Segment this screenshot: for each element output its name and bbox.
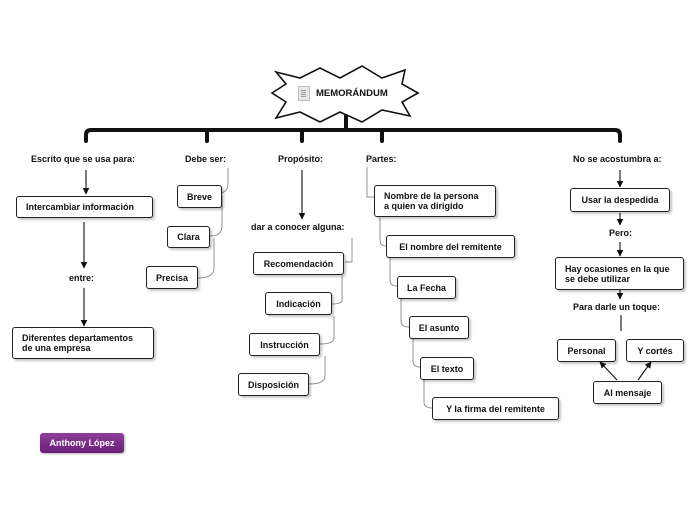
branch-label-debe[interactable]: Debe ser: — [185, 154, 227, 164]
branch-label-escrito[interactable]: Escrito que se usa para: — [31, 154, 136, 164]
node-departamentos[interactable]: Diferentes departamentos de una empresa — [12, 327, 154, 359]
connector-dar-a-conocer[interactable]: dar a conocer alguna: — [251, 222, 345, 232]
author-tag[interactable]: Anthony López — [40, 433, 124, 453]
node-asunto[interactable]: El asunto — [409, 316, 469, 339]
node-recomendacion[interactable]: Recomendación — [253, 252, 344, 275]
node-personal[interactable]: Personal — [557, 339, 616, 362]
central-title: MEMORÁNDUM — [316, 87, 388, 99]
node-fecha[interactable]: La Fecha — [397, 276, 456, 299]
branch-label-proposito[interactable]: Propósito: — [278, 154, 323, 164]
node-hay-ocasiones[interactable]: Hay ocasiones en la que se debe utilizar — [555, 257, 684, 290]
branch-label-no-acostumbra[interactable]: No se acostumbra a: — [573, 154, 662, 164]
node-breve[interactable]: Breve — [177, 185, 222, 208]
connector-toque[interactable]: Para darle un toque: — [573, 302, 661, 312]
node-instruccion[interactable]: Instrucción — [249, 333, 320, 356]
connector-pero[interactable]: Pero: — [609, 228, 633, 238]
node-indicacion[interactable]: Indicación — [265, 292, 332, 315]
node-clara[interactable]: Clara — [167, 226, 210, 248]
node-firma[interactable]: Y la firma del remitente — [432, 397, 559, 420]
node-precisa[interactable]: Precisa — [146, 266, 198, 289]
node-usar-despedida[interactable]: Usar la despedida — [570, 188, 670, 212]
node-nombre-destinatario[interactable]: Nombre de la persona a quien va dirigido — [374, 185, 496, 217]
central-burst-shape — [270, 65, 420, 123]
node-al-mensaje[interactable]: Al mensaje — [593, 381, 662, 404]
node-intercambiar[interactable]: Intercambiar información — [16, 196, 153, 218]
central-node[interactable]: MEMORÁNDUM — [298, 85, 388, 101]
node-disposicion[interactable]: Disposición — [238, 373, 309, 396]
branch-label-partes[interactable]: Partes: — [366, 154, 397, 164]
node-texto[interactable]: El texto — [420, 357, 474, 380]
node-nombre-remitente[interactable]: El nombre del remitente — [386, 235, 515, 258]
connector-entre[interactable]: entre: — [69, 273, 95, 283]
node-cortes[interactable]: Y cortés — [626, 339, 684, 362]
document-icon — [298, 85, 310, 101]
